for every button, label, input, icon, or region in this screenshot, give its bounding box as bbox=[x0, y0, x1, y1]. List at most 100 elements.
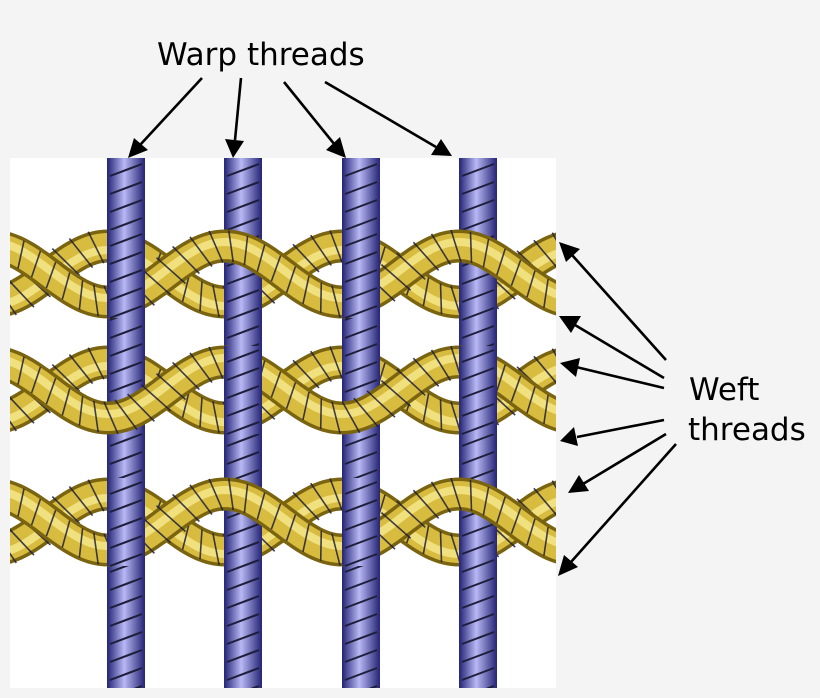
warp-thread-stripe bbox=[226, 667, 260, 681]
warp-thread-stripe bbox=[461, 199, 495, 213]
warp-thread-stripe bbox=[461, 433, 495, 447]
weft-row-3-strand-a-twist-stripe bbox=[292, 491, 320, 521]
weft-arrow-4 bbox=[576, 418, 665, 439]
warp-crossing-stripe bbox=[226, 349, 260, 363]
weft-row-2-strand-b-twist-stripe bbox=[319, 398, 323, 429]
weft-row-2-strand-b-twist-stripe bbox=[17, 356, 25, 385]
weft-row-2-strand-b-twist-stripe bbox=[302, 391, 310, 420]
weft-row-1-strand-b-twist-stripe bbox=[155, 257, 187, 285]
weft-row-2-strand-a-twist-stripe bbox=[310, 350, 332, 382]
weft-arrow-2 bbox=[574, 323, 665, 380]
weft-row-1-strand-b-twist-stripe bbox=[331, 285, 341, 318]
warp-crossing-stripe bbox=[461, 403, 495, 417]
weft-row-2-strand-b-twist-stripe bbox=[61, 388, 71, 416]
weft-row-3-strand-b-twist-stripe bbox=[30, 498, 42, 526]
weft-row-3-strand-b-twist-stripe bbox=[510, 507, 522, 534]
weft-row-1-strand-a-twist-stripe bbox=[551, 232, 556, 241]
warp-thread-stripe bbox=[344, 433, 378, 447]
weft-row-1-strand-b-twist-stripe bbox=[78, 280, 84, 310]
weft-row-2-strand-a-twist-stripe bbox=[212, 401, 220, 434]
weft-row-2-strand-a-twist-stripe bbox=[10, 420, 17, 432]
weft-row-2-strand-b-twist-stripe bbox=[526, 386, 536, 414]
warp-arrow-3 bbox=[282, 81, 337, 146]
weft-row-3-strand-b-twist-stripe bbox=[302, 523, 310, 552]
warp-thread-stripe bbox=[226, 289, 260, 303]
warp-crossing-body bbox=[343, 230, 379, 318]
weft-row-2-strand-b-twist-stripe bbox=[103, 401, 119, 435]
weft-row-2-strand-a-twist-stripe bbox=[329, 346, 343, 379]
weft-row-2-strand-b-twist-stripe bbox=[93, 400, 99, 433]
weft-row-1-strand-b-twist-stripe bbox=[380, 263, 412, 291]
weft-row-2-strand-b-twist-stripe bbox=[341, 401, 361, 434]
weft-row-1-strand-b-twist-stripe bbox=[302, 275, 310, 304]
weft-row-3-strand-b-twist-stripe bbox=[560, 532, 563, 563]
warp-crossing-stripe bbox=[344, 287, 378, 301]
warp-thread-stripe bbox=[226, 523, 260, 537]
weft-row-3-strand-b-twist-stripe bbox=[155, 505, 187, 533]
weft-row-1-strand-a-twist-stripe bbox=[212, 285, 220, 318]
warp-thread-stripe bbox=[461, 451, 495, 465]
warp-thread-stripe bbox=[109, 181, 143, 195]
warp-arrow-1 bbox=[139, 77, 203, 146]
warp-thread-stripe bbox=[109, 343, 143, 357]
weft-row-1-strand-a-twist-stripe bbox=[422, 277, 430, 306]
weft-row-1-strand-b-twist-stripe bbox=[189, 236, 213, 267]
warp-thread-stripe bbox=[226, 613, 260, 627]
weft-row-3-strand-b-twist-stripe bbox=[61, 520, 71, 548]
weft-row-1-strand-b-twist-stripe bbox=[396, 252, 426, 280]
weft-row-1-strand-b-twist-stripe bbox=[543, 278, 549, 308]
warp-thread-stripe bbox=[226, 577, 260, 591]
warp-thread-stripe bbox=[344, 181, 378, 195]
weft-row-3-strand-a-twist-stripe bbox=[68, 486, 94, 517]
weft-row-1-strand-b-twist-stripe bbox=[430, 233, 452, 266]
warp-thread-stripe bbox=[226, 199, 260, 213]
warp-crossing-body bbox=[225, 346, 261, 434]
weft-row-1-strand-a-twist-stripe bbox=[10, 304, 17, 316]
warp-crossing-stripe bbox=[109, 535, 143, 549]
warp-thread-stripe bbox=[344, 595, 378, 609]
weft-row-2-strand-a-twist-stripe bbox=[551, 348, 556, 357]
weft-row-1-strand-b-twist-stripe bbox=[526, 270, 536, 298]
weft-row-1-strand-b-twist-stripe bbox=[412, 241, 440, 271]
warp-thread-stripe bbox=[461, 325, 495, 339]
weft-arrowhead-1 bbox=[559, 242, 580, 262]
warp-thread-stripe bbox=[461, 613, 495, 627]
weft-row-1-strand-b-twist-stripe bbox=[482, 238, 490, 268]
warp-thread-stripe bbox=[344, 361, 378, 375]
warp-thread-stripe bbox=[109, 325, 143, 339]
warp-thread-stripe bbox=[461, 559, 495, 573]
weft-row-3-strand-b-twist-stripe bbox=[6, 481, 7, 511]
warp-arrow-2 bbox=[233, 77, 243, 141]
warp-thread-stripe bbox=[461, 307, 495, 321]
warp-thread-stripe bbox=[344, 451, 378, 465]
warp-thread-stripe bbox=[344, 163, 378, 177]
weft-arrowhead-2 bbox=[559, 316, 581, 333]
warp-thread-stripe bbox=[226, 559, 260, 573]
warp-crossing-stripe bbox=[461, 349, 495, 363]
warp-thread-stripe bbox=[226, 307, 260, 321]
weft-row-3-strand-b-twist-stripe bbox=[228, 478, 234, 511]
warp-crossing-stripe bbox=[461, 367, 495, 381]
warp-crossing-stripe bbox=[109, 269, 143, 283]
weft-arrow-6 bbox=[570, 443, 677, 563]
warp-crossing-body bbox=[460, 346, 496, 434]
warp-thread-stripe bbox=[461, 631, 495, 645]
warp-crossing-stripe bbox=[109, 287, 143, 301]
weft-row-3-strand-b-twist-stripe bbox=[140, 516, 172, 544]
weft-threads-label-line1: Weft bbox=[689, 372, 759, 408]
weft-row-1-strand-b-twist-stripe bbox=[560, 284, 563, 315]
warp-crossing-stripe bbox=[109, 517, 143, 531]
warp-crossing-stripe bbox=[344, 305, 378, 319]
weft-row-2-strand-b-twist-stripe bbox=[560, 400, 563, 431]
warp-thread-3-crossing bbox=[342, 478, 380, 567]
weft-row-2-strand-b-twist-stripe bbox=[331, 401, 341, 434]
weft-threads-front-layer bbox=[6, 229, 563, 567]
warp-thread-stripe bbox=[226, 433, 260, 447]
warp-crossing-stripe bbox=[226, 421, 260, 435]
warp-thread-stripe bbox=[461, 217, 495, 231]
warp-crossing-body bbox=[108, 230, 144, 318]
warp-thread-stripe bbox=[109, 577, 143, 591]
warp-thread-stripe bbox=[344, 325, 378, 339]
warp-arrowhead-2 bbox=[225, 139, 244, 158]
